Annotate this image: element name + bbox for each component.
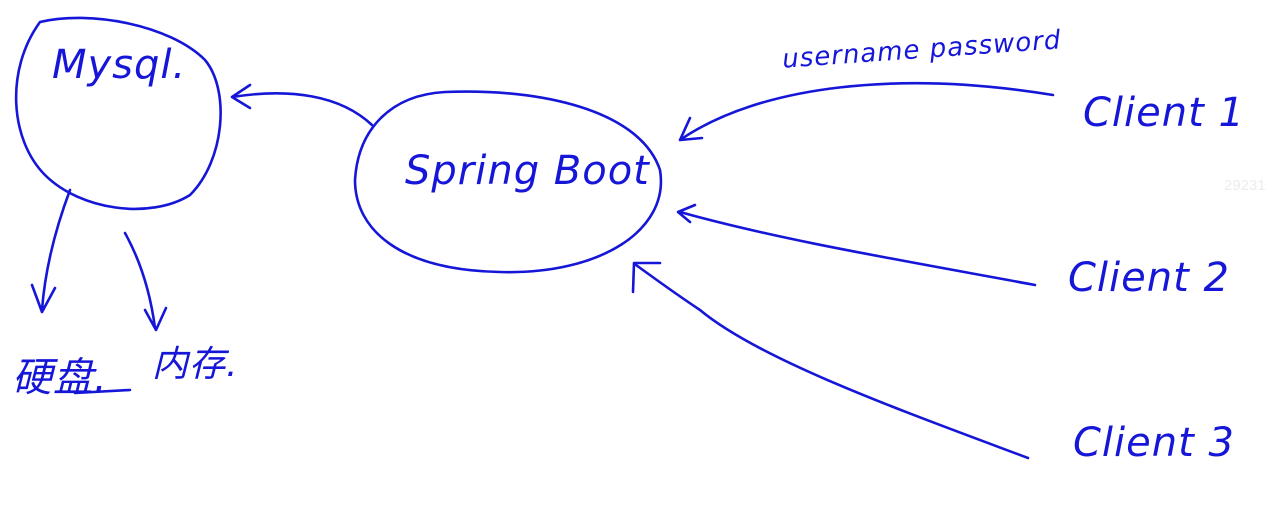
client3-label: Client 3 — [1073, 420, 1235, 466]
arrow-springboot-to-mysql — [230, 83, 374, 127]
watermark: 29231 — [1224, 177, 1266, 194]
disk-label: 硬盘. — [12, 355, 108, 401]
arrow-client3-to-springboot — [631, 261, 1030, 460]
arrow-client1-to-springboot — [678, 82, 1055, 142]
arrow-mysql-to-memory — [123, 231, 168, 332]
client2-label: Client 2 — [1068, 255, 1230, 301]
mysql-label: Mysql. — [52, 42, 187, 88]
memory-label: 内存. — [152, 344, 239, 385]
client1-label: Client 1 — [1083, 90, 1245, 136]
springboot-label: Spring Boot — [405, 148, 650, 194]
springboot-ellipse — [353, 90, 663, 274]
arrow-mysql-to-disk — [30, 188, 72, 314]
mysql-circle — [14, 16, 222, 211]
arrow-client2-to-springboot — [676, 203, 1037, 287]
disk-underline — [73, 388, 132, 395]
